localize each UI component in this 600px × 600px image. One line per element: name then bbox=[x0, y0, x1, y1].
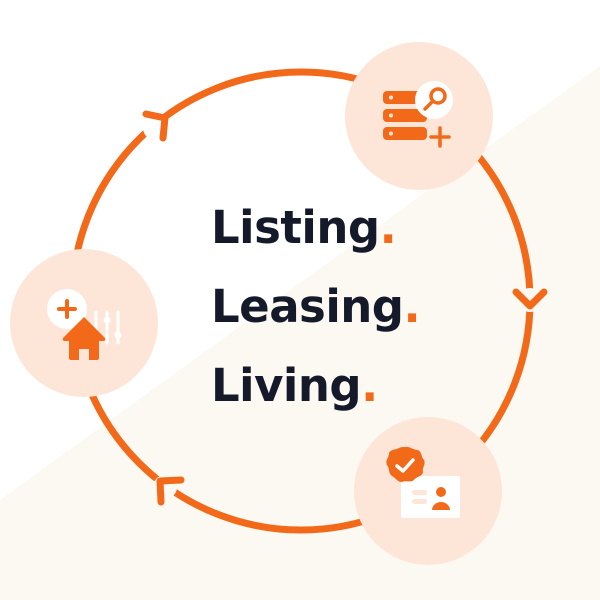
accent-dot: . bbox=[403, 280, 421, 333]
tagline-word: Living bbox=[211, 359, 362, 412]
stage-listing-bubble bbox=[345, 42, 493, 190]
home-settings-plus-icon bbox=[47, 289, 122, 360]
arrow-bottom-left-icon bbox=[156, 476, 185, 506]
accent-dot: . bbox=[379, 201, 397, 254]
arrow-top-left-icon bbox=[142, 110, 169, 142]
stage-leasing-bubble bbox=[354, 417, 502, 565]
tagline-line-living: Living. bbox=[211, 346, 420, 425]
arrow-right-icon bbox=[512, 288, 548, 310]
arrow-gap bbox=[518, 288, 542, 312]
tagline-line-listing: Listing. bbox=[211, 188, 420, 267]
tagline-word: Listing bbox=[211, 201, 380, 254]
verified-id-card-icon bbox=[386, 446, 460, 518]
tagline-line-leasing: Leasing. bbox=[211, 267, 421, 346]
tagline-word: Leasing bbox=[211, 280, 404, 333]
accent-dot: . bbox=[361, 359, 378, 412]
tagline: Listing. Leasing. Living. bbox=[211, 188, 421, 425]
stage-living-bubble bbox=[10, 249, 158, 397]
server-search-plus-icon bbox=[383, 81, 453, 148]
